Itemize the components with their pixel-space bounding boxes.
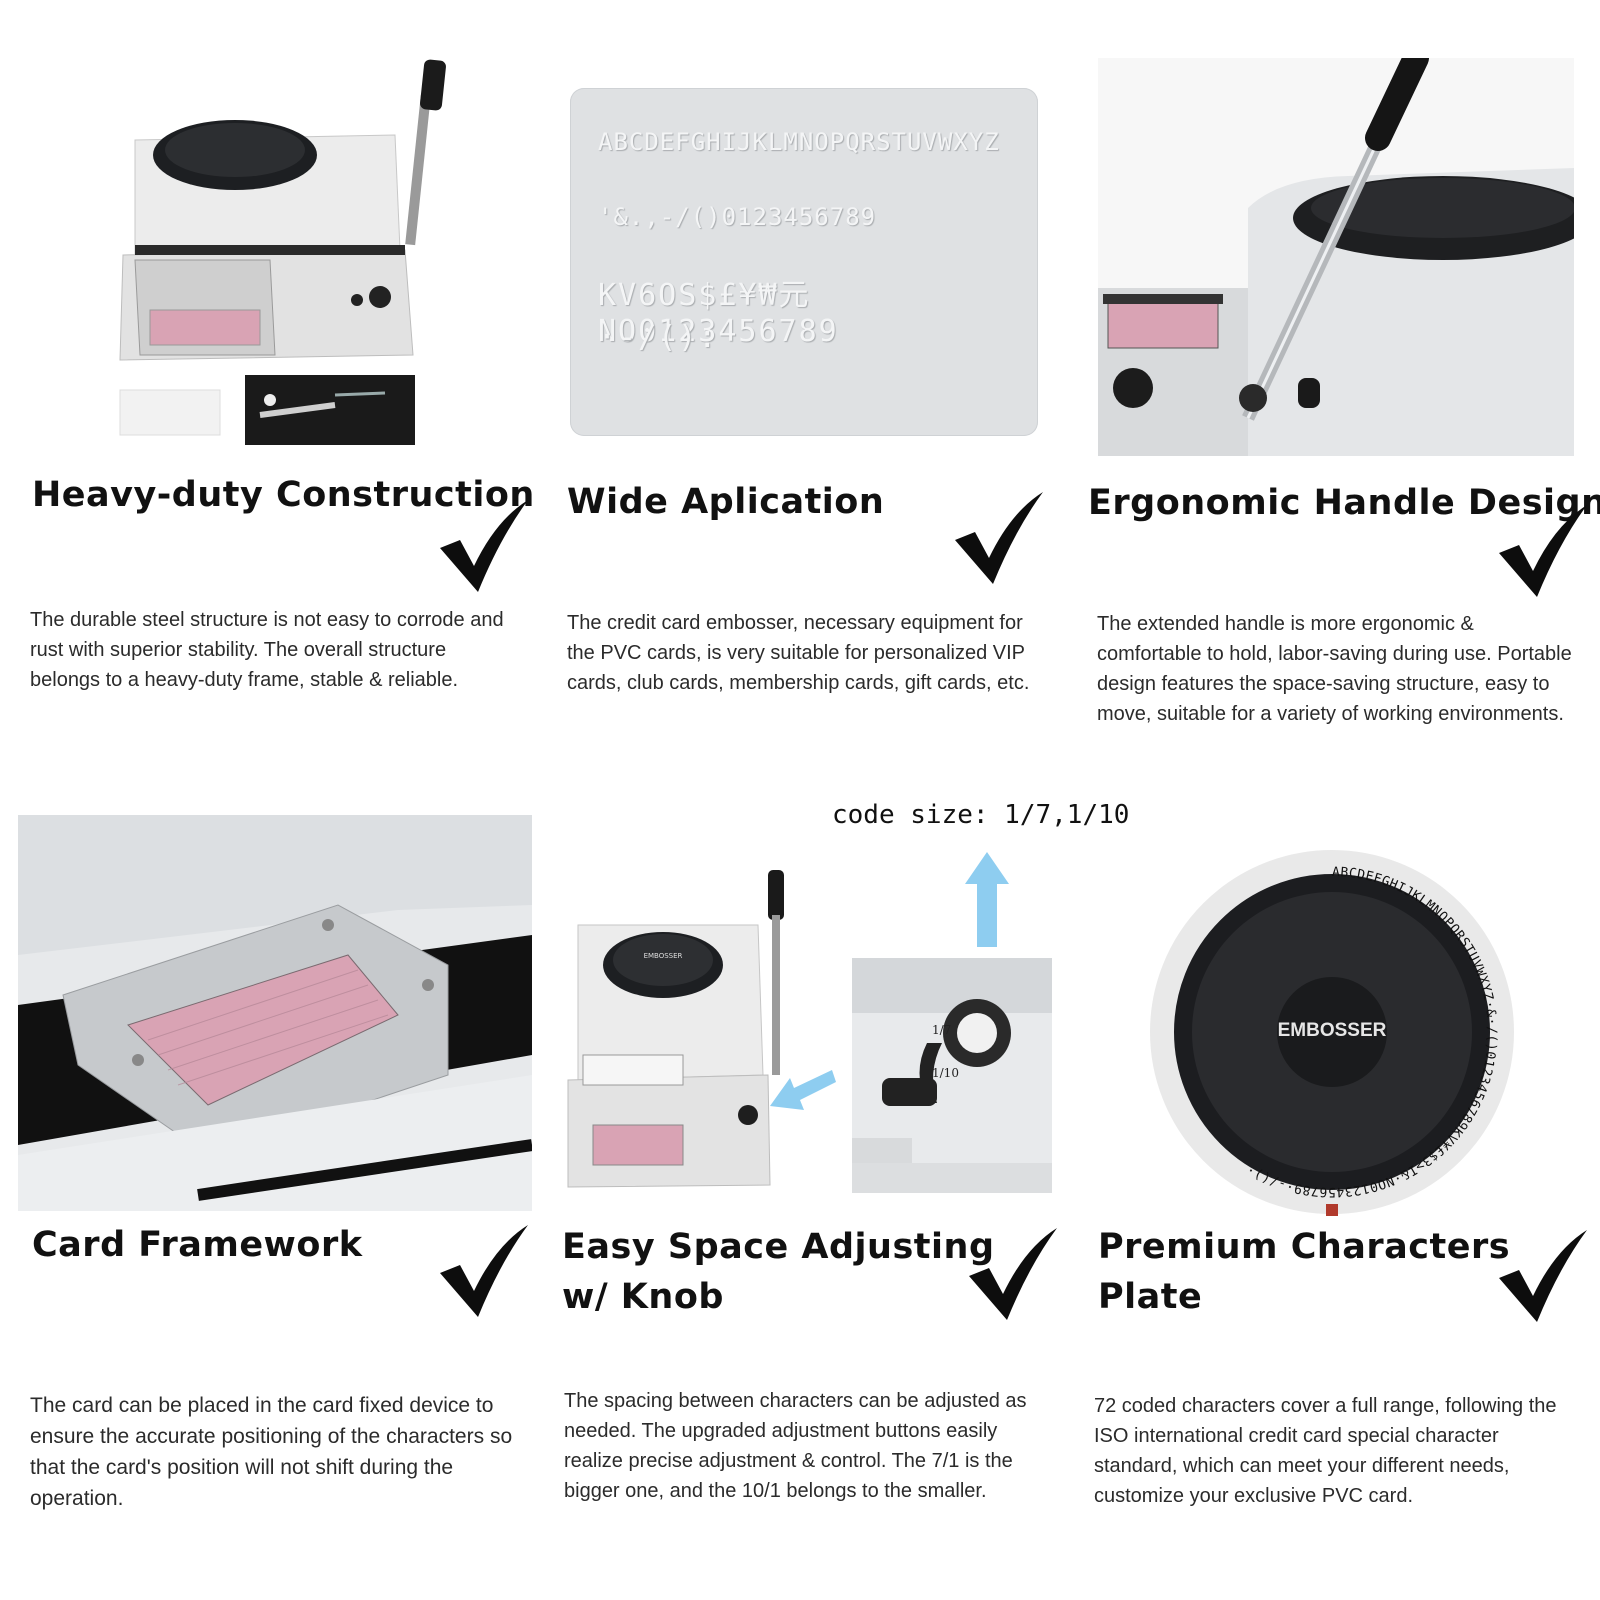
feature-title-wide-application: Wide Aplication (567, 482, 885, 522)
feature-title-ergonomic-handle: Ergonomic Handle Design (1088, 483, 1600, 523)
left-arrow-icon (770, 1070, 836, 1110)
feature-title-characters-plate-line2: Plate (1098, 1277, 1203, 1317)
checkmark-icon (440, 1225, 528, 1317)
feature-description-space-adjusting: The spacing between characters can be ad… (564, 1390, 1027, 1502)
svg-text:EMBOSSER: EMBOSSER (644, 952, 683, 960)
checkmark-icon (440, 500, 528, 592)
feature-description-heavy-duty: The durable steel structure is not easy … (30, 609, 504, 691)
feature-description-characters-plate: 72 coded characters cover a full range, … (1094, 1395, 1557, 1507)
feature-title-space-adjusting: Easy Space Adjusting (562, 1227, 995, 1267)
machine-photo (95, 55, 515, 450)
feature-description-wide-application: The credit card embosser, necessary equi… (567, 612, 1030, 694)
checkmark-icon (1499, 505, 1587, 597)
feature-title-card-framework: Card Framework (32, 1225, 363, 1265)
card-line-2: '&.,-/()0123456789 (598, 203, 877, 231)
dial-center-label: EMBOSSER (1277, 1020, 1387, 1041)
feature-title-space-adjusting-line2: w/ Knob (562, 1277, 724, 1317)
card-sample-photo: ABCDEFGHIJKLMNOPQRSTUVWXYZ '&.,-/()01234… (570, 88, 1038, 436)
checkmark-icon (1499, 1230, 1587, 1322)
feature-title-heavy-duty: Heavy-duty Construction (32, 475, 535, 515)
knob-mark-lower: 1/10 (932, 1066, 959, 1080)
feature-title-characters-plate: Premium Characters (1098, 1227, 1511, 1267)
up-arrow-icon (965, 852, 1009, 947)
character-dial-photo: ABCDEFGHIJKLMNOPQRSTUVWXYZ·&·/()01234567… (1148, 848, 1516, 1216)
checkmark-icon (969, 1228, 1057, 1320)
feature-description-ergonomic-handle: The extended handle is more ergonomic & … (1097, 613, 1572, 725)
card-framework-photo (18, 815, 532, 1211)
knob-mark-upper: 1/7 (932, 1023, 952, 1037)
code-size-label: code size: 1/7,1/10 (832, 800, 1130, 830)
feature-description-card-framework: The card can be placed in the card fixed… (30, 1394, 513, 1510)
space-adjust-machine-photo: EMBOSSER (558, 865, 813, 1195)
card-line-3: KV6OS$£¥₩元NO0123456789 (598, 278, 839, 349)
checkmark-icon (955, 492, 1043, 584)
card-line-4: ·-/(): (598, 320, 719, 355)
knob-closeup-photo: 1/7 1/10 (852, 958, 1052, 1193)
handle-photo (1098, 58, 1574, 456)
card-line-1: ABCDEFGHIJKLMNOPQRSTUVWXYZ (598, 128, 1000, 156)
